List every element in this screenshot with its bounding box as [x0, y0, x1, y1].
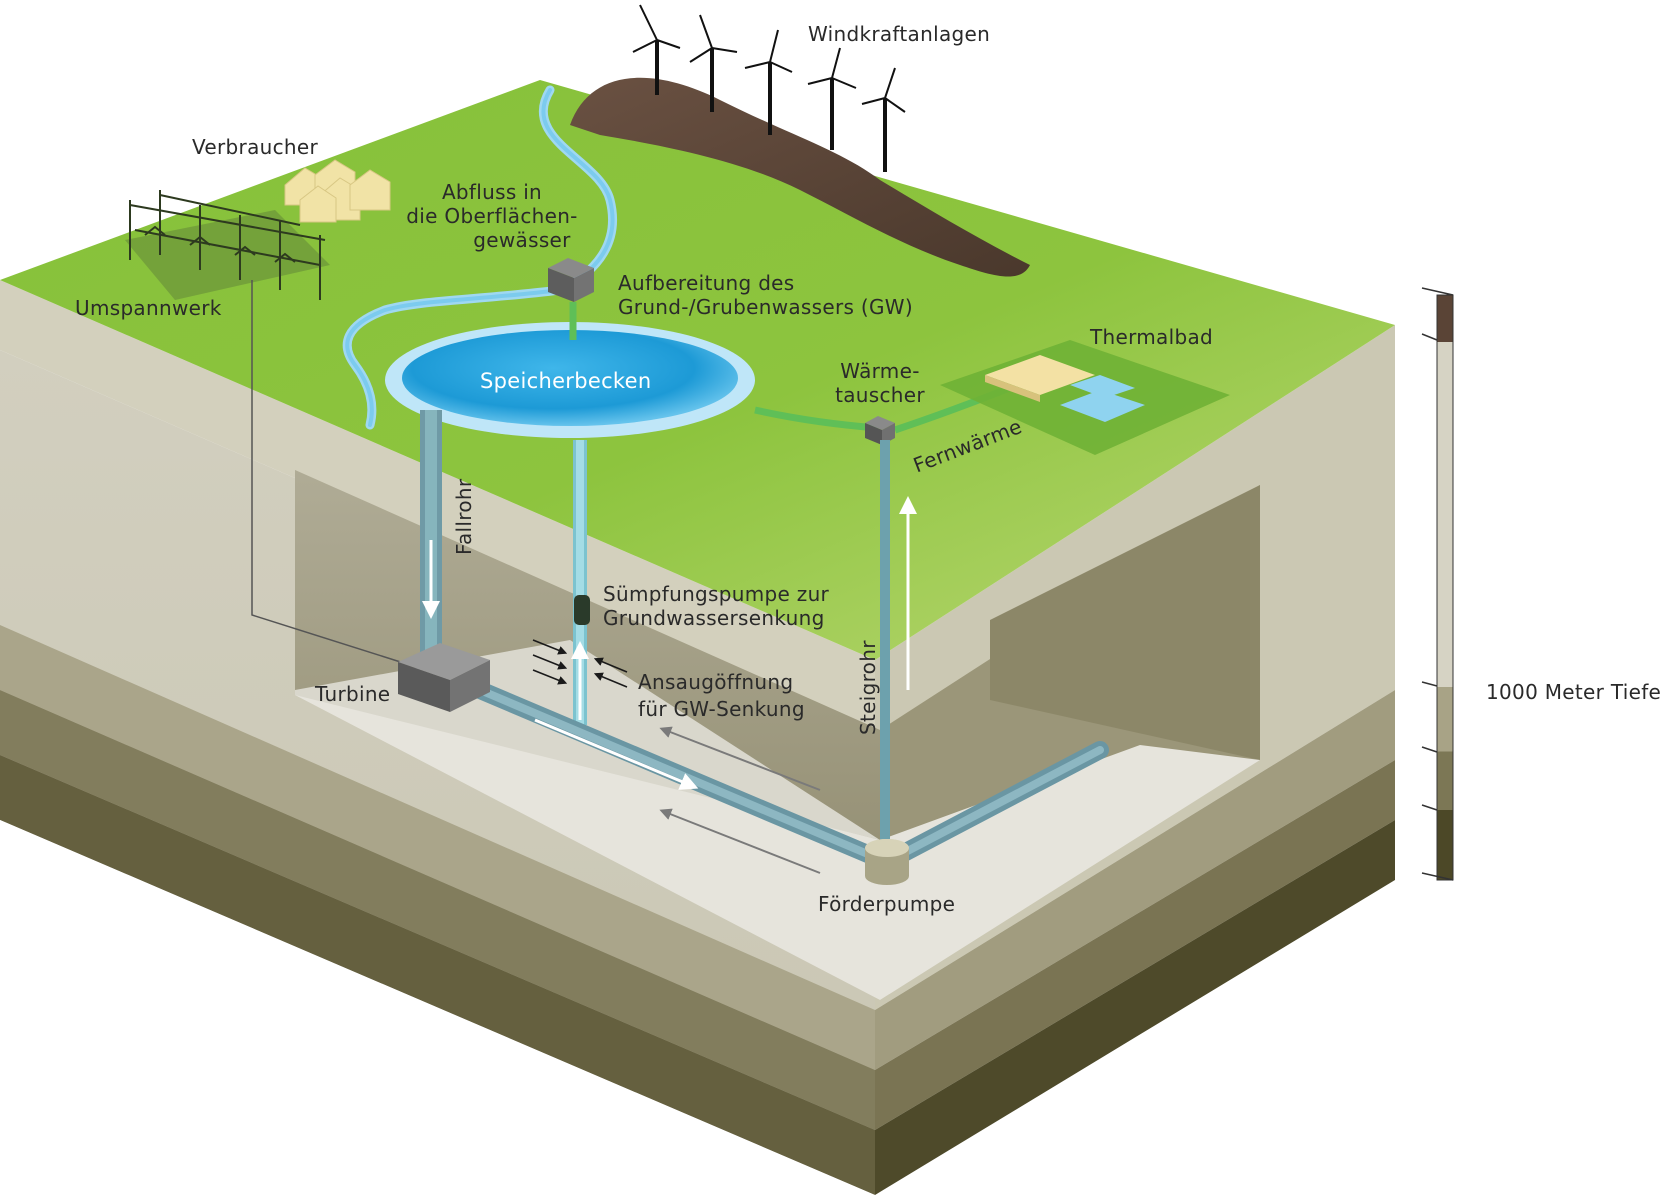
heat-exchanger-box — [865, 416, 895, 445]
label-intake-line1: Ansaugöffnung — [638, 670, 794, 694]
label-riser: Steigrohr — [856, 640, 880, 735]
label-thermal-bath: Thermalbad — [1090, 325, 1214, 349]
label-runoff-line2: die Oberflächen- — [406, 204, 578, 228]
intake-arrow-5 — [593, 672, 628, 688]
houses-icon — [284, 159, 391, 223]
flow-arrows — [422, 496, 917, 874]
block-left-face — [0, 280, 875, 1195]
feed-pump-icon — [865, 839, 909, 885]
hill — [570, 77, 1030, 277]
wind-turbine-icon — [861, 67, 906, 172]
label-heat-exchanger-line2: tauscher — [835, 383, 925, 407]
depth-scale — [1421, 287, 1454, 881]
label-heat-exchanger-line1: Wärme- — [840, 359, 920, 383]
flow-right-arrow — [534, 718, 699, 790]
label-reservoir: Speicherbecken — [480, 369, 652, 393]
horizontal-pipes — [471, 681, 1109, 864]
label-substation: Umspannwerk — [75, 296, 222, 320]
label-depth: 1000 Meter Tiefe — [1486, 680, 1662, 704]
label-turbine: Turbine — [315, 682, 391, 706]
intake-arrow-4 — [593, 657, 628, 673]
label-consumers: Verbraucher — [192, 135, 319, 159]
return-arrow-lower — [659, 808, 821, 874]
label-sump-pump-line1: Sümpfungspumpe zur — [603, 582, 830, 606]
wind-turbine-icon — [689, 14, 738, 112]
label-runoff-line1: Abfluss in — [441, 180, 543, 204]
label-feed-pump: Förderpumpe — [818, 892, 956, 916]
label-sump-pump-line2: Grundwassersenkung — [603, 606, 825, 630]
power-line — [251, 280, 411, 666]
thermal-bath — [940, 340, 1230, 455]
wind-turbines — [632, 4, 906, 172]
wind-turbine-icon — [807, 47, 857, 150]
return-arrow-upper — [659, 726, 821, 791]
reservoir — [385, 322, 755, 438]
intake-arrow-3 — [532, 669, 568, 685]
intake-arrow-1 — [532, 639, 568, 655]
substation-icon — [125, 190, 330, 300]
turbine-box — [398, 643, 490, 712]
label-intake-line2: für GW-Senkung — [638, 697, 805, 721]
river-upper-core — [345, 88, 615, 427]
wind-turbine-icon — [744, 29, 793, 135]
label-runoff-line3: gewässer — [473, 228, 571, 252]
wind-turbine-icon — [632, 4, 681, 95]
intake-arrow-2 — [532, 654, 568, 670]
label-downpipe: Fallrohr — [452, 478, 476, 555]
label-treatment-line2: Grund-/Grubenwassers (GW) — [618, 295, 913, 319]
label-wind-turbines: Windkraftanlagen — [808, 22, 991, 46]
treatment-box — [548, 258, 594, 302]
label-treatment-line1: Aufbereitung des — [618, 271, 795, 295]
